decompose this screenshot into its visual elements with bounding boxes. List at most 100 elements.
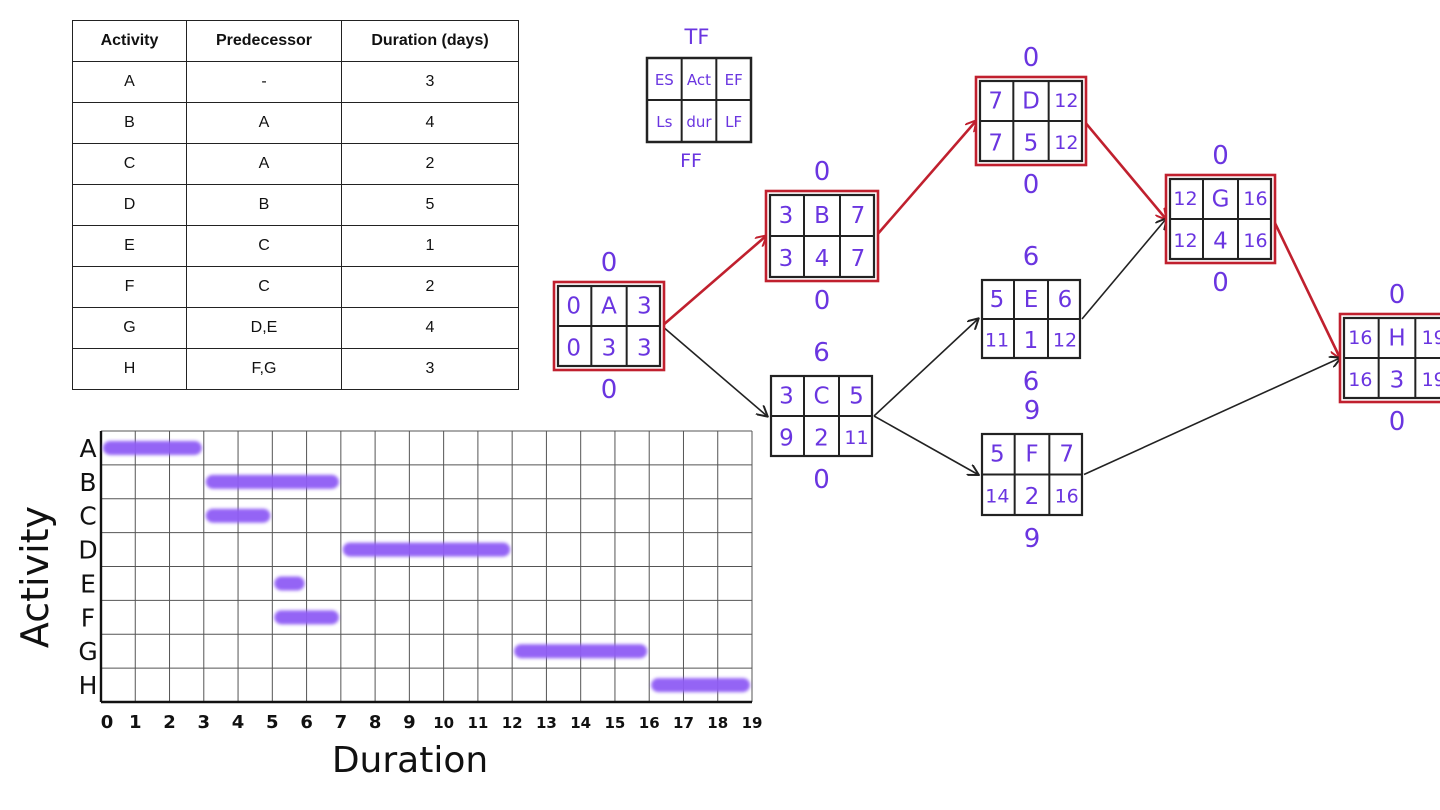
node-total-float: 0 <box>1212 141 1229 171</box>
header-predecessor: Predecessor <box>186 20 342 62</box>
node-free-float: 9 <box>1024 524 1041 554</box>
edge-e-g <box>1081 219 1166 320</box>
edge-a-c <box>661 325 767 416</box>
node-ef: 5 <box>849 383 864 409</box>
edge-c-f <box>873 415 978 475</box>
node-dur: 1 <box>1024 328 1039 354</box>
node-ef: 12 <box>1054 90 1078 112</box>
node-act: D <box>1022 88 1040 114</box>
table-row: B A 4 <box>72 102 519 144</box>
node-free-float: 0 <box>1389 407 1406 437</box>
node-ef: 3 <box>637 293 652 319</box>
node-total-float: 6 <box>813 338 830 368</box>
node-total-float: 0 <box>1023 43 1040 73</box>
node-act: F <box>1025 442 1038 468</box>
node-free-float: 6 <box>1023 367 1040 397</box>
node-ls: 16 <box>1348 369 1372 391</box>
node-ef: 7 <box>851 203 866 229</box>
node-es: 5 <box>990 442 1005 468</box>
node-total-float: 0 <box>814 157 831 187</box>
node-ls: 11 <box>985 329 1009 351</box>
edge-f-h <box>1083 358 1340 476</box>
node-ef: 16 <box>1243 188 1267 210</box>
table-header-row: Activity Predecessor Duration (days) <box>72 20 519 62</box>
legend-tf-label: TF <box>684 25 710 49</box>
cell-predecessor: - <box>186 61 342 103</box>
node-total-float: 0 <box>1389 280 1406 310</box>
node-es: 3 <box>779 203 794 229</box>
cell-predecessor: F,G <box>186 348 342 390</box>
node-ls: 14 <box>985 486 1009 508</box>
table-row: H F,G 3 <box>72 348 519 390</box>
node-free-float: 0 <box>601 375 618 405</box>
node-es: 7 <box>988 88 1003 114</box>
cell-predecessor: C <box>186 225 342 267</box>
node-act: H <box>1388 325 1405 351</box>
node-lf: 7 <box>851 246 866 272</box>
node-ls: 3 <box>779 246 794 272</box>
legend-cell-label: dur <box>686 113 712 131</box>
node-ls: 9 <box>779 425 794 451</box>
cell-duration: 3 <box>341 61 519 103</box>
table-row: F C 2 <box>72 266 519 308</box>
activity-table: Activity Predecessor Duration (days) A -… <box>72 20 519 390</box>
node-ls: 0 <box>566 335 581 361</box>
edge-a-b <box>661 236 766 327</box>
cell-predecessor: A <box>186 102 342 144</box>
cell-duration: 4 <box>341 102 519 144</box>
node-dur: 4 <box>1213 228 1228 254</box>
node-total-float: 6 <box>1023 242 1040 272</box>
node-dur: 3 <box>602 335 617 361</box>
node-act: B <box>814 203 830 229</box>
node-es: 0 <box>566 293 581 319</box>
node-dur: 5 <box>1024 130 1039 156</box>
legend-ff-label: FF <box>680 150 702 172</box>
cell-activity: D <box>72 184 187 226</box>
node-total-float: 0 <box>601 248 618 278</box>
cell-predecessor: B <box>186 184 342 226</box>
node-free-float: 0 <box>813 465 830 495</box>
legend-cell-label: EF <box>725 71 743 89</box>
node-dur: 2 <box>1025 484 1040 510</box>
node-free-float: 0 <box>1212 268 1229 298</box>
node-lf: 11 <box>844 427 868 449</box>
legend-cell-label: Ls <box>656 113 672 131</box>
legend-cell-label: ES <box>655 71 674 89</box>
node-act: A <box>601 293 617 319</box>
node-dur: 2 <box>814 425 829 451</box>
node-lf: 19 <box>1422 369 1440 391</box>
node-lf: 12 <box>1054 132 1078 154</box>
edge-d-g <box>1083 120 1166 219</box>
edge-b-d <box>875 121 976 237</box>
node-act: E <box>1024 287 1039 313</box>
node-ef: 19 <box>1422 327 1440 349</box>
node-free-float: 0 <box>814 286 831 316</box>
node-total-float: 9 <box>1024 396 1041 426</box>
node-lf: 3 <box>637 335 652 361</box>
node-lf: 16 <box>1055 486 1079 508</box>
legend-cell-label: LF <box>725 113 742 131</box>
node-dur: 4 <box>815 246 830 272</box>
cell-duration: 3 <box>341 348 519 390</box>
header-activity: Activity <box>72 20 187 62</box>
cell-duration: 4 <box>341 307 519 349</box>
edges-layer <box>661 120 1340 476</box>
node-ef: 6 <box>1058 287 1073 313</box>
cell-activity: A <box>72 61 187 103</box>
table-row: G D,E 4 <box>72 307 519 349</box>
node-ls: 7 <box>988 130 1003 156</box>
node-act: C <box>813 383 829 409</box>
node-es: 16 <box>1348 327 1372 349</box>
node-es: 12 <box>1173 188 1197 210</box>
node-lf: 16 <box>1243 230 1267 252</box>
node-ls: 12 <box>1173 230 1197 252</box>
node-act: G <box>1212 186 1230 212</box>
